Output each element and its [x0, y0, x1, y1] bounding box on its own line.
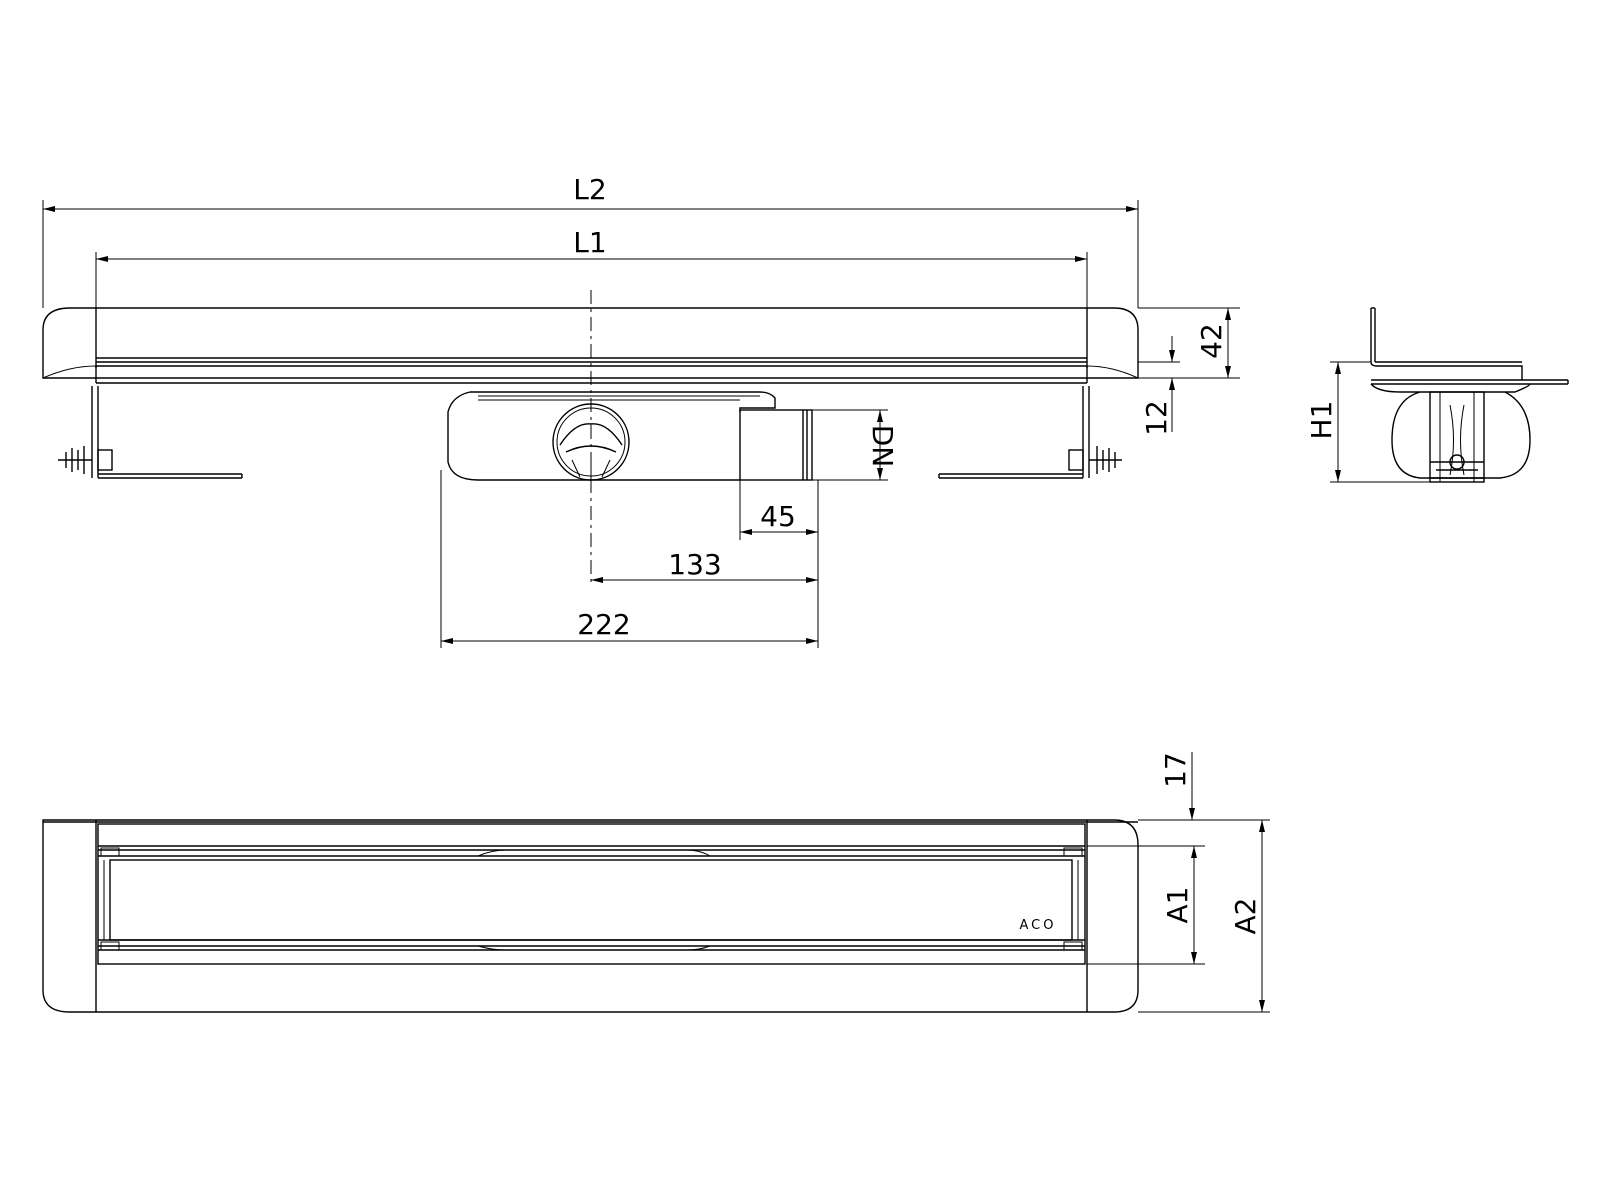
dim-label-45: 45 — [760, 500, 796, 533]
side-dimensions: H1 — [1305, 361, 1430, 483]
dim-label-133: 133 — [668, 548, 721, 581]
drain-body — [447, 391, 813, 481]
right-bracket — [938, 386, 1122, 479]
plan-view: ACO — [42, 819, 1139, 1013]
brand-logo: ACO — [1020, 918, 1057, 933]
dim-label-DN: DN — [866, 425, 899, 468]
dim-label-12: 12 — [1140, 400, 1173, 436]
dim-label-L1: L1 — [573, 226, 606, 259]
side-view — [1370, 307, 1569, 483]
dim-label-H1: H1 — [1305, 401, 1338, 440]
front-view — [42, 290, 1139, 585]
front-dimensions: L2 L1 42 12 DN 45 133 222 — [42, 173, 1240, 648]
left-bracket — [58, 386, 243, 479]
dim-label-L2: L2 — [573, 173, 606, 206]
plan-dimensions: 17 A1 A2 — [1087, 752, 1270, 1013]
dim-label-A1: A1 — [1161, 887, 1194, 924]
dim-label-A2: A2 — [1229, 898, 1262, 935]
dim-label-222: 222 — [577, 608, 630, 641]
dim-label-42: 42 — [1195, 323, 1228, 359]
grate — [109, 859, 1073, 941]
dim-label-17: 17 — [1159, 752, 1192, 788]
